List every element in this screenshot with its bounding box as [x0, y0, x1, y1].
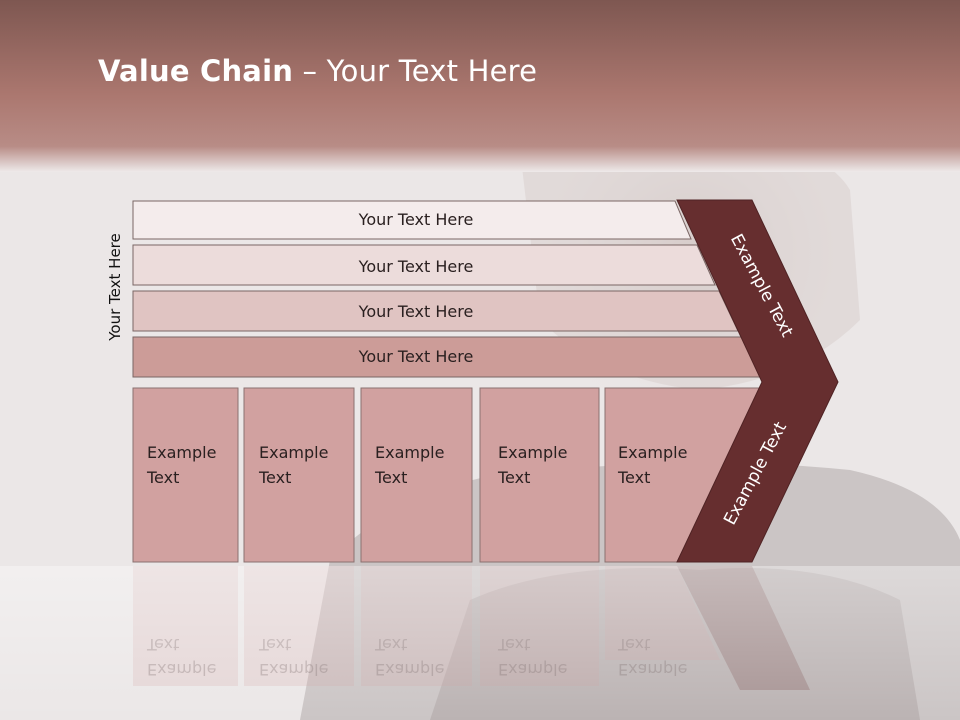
- box-3-line-1: Example: [375, 443, 444, 462]
- box-2-line-1: Example: [259, 443, 328, 462]
- box-1-line-1: Example: [147, 443, 216, 462]
- box-4-shape: [479, 387, 600, 563]
- box-3-line-2: Text: [374, 468, 407, 487]
- box-5-line-2: Text: [617, 468, 650, 487]
- row-3: Your Text Here: [132, 290, 739, 332]
- box-1-shape: [132, 387, 239, 563]
- box-4-line-1: Example: [498, 443, 567, 462]
- box-2-line-2: Text: [258, 468, 291, 487]
- row-1-label: Your Text Here: [358, 210, 474, 229]
- row-4-label: Your Text Here: [358, 347, 474, 366]
- row-1-shape: [132, 200, 692, 240]
- row-3-label: Your Text Here: [358, 302, 474, 321]
- row-2-shape: [132, 244, 716, 286]
- box-1-line-2: Text: [146, 468, 179, 487]
- row-4: Your Text Here: [132, 336, 763, 378]
- slide-title: Value Chain – Your Text Here: [98, 54, 537, 88]
- row-2: Your Text Here: [132, 244, 716, 286]
- chevron-arrow: [676, 199, 839, 563]
- box-3-shape: [360, 387, 473, 563]
- row-2-label: Your Text Here: [358, 257, 474, 276]
- row-1: Your Text Here: [132, 200, 692, 240]
- box-2-shape: [243, 387, 355, 563]
- box-5-line-1: Example: [618, 443, 687, 462]
- title-rest: – Your Text Here: [293, 54, 538, 88]
- box-4-line-2: Text: [497, 468, 530, 487]
- title-bold: Value Chain: [98, 54, 294, 88]
